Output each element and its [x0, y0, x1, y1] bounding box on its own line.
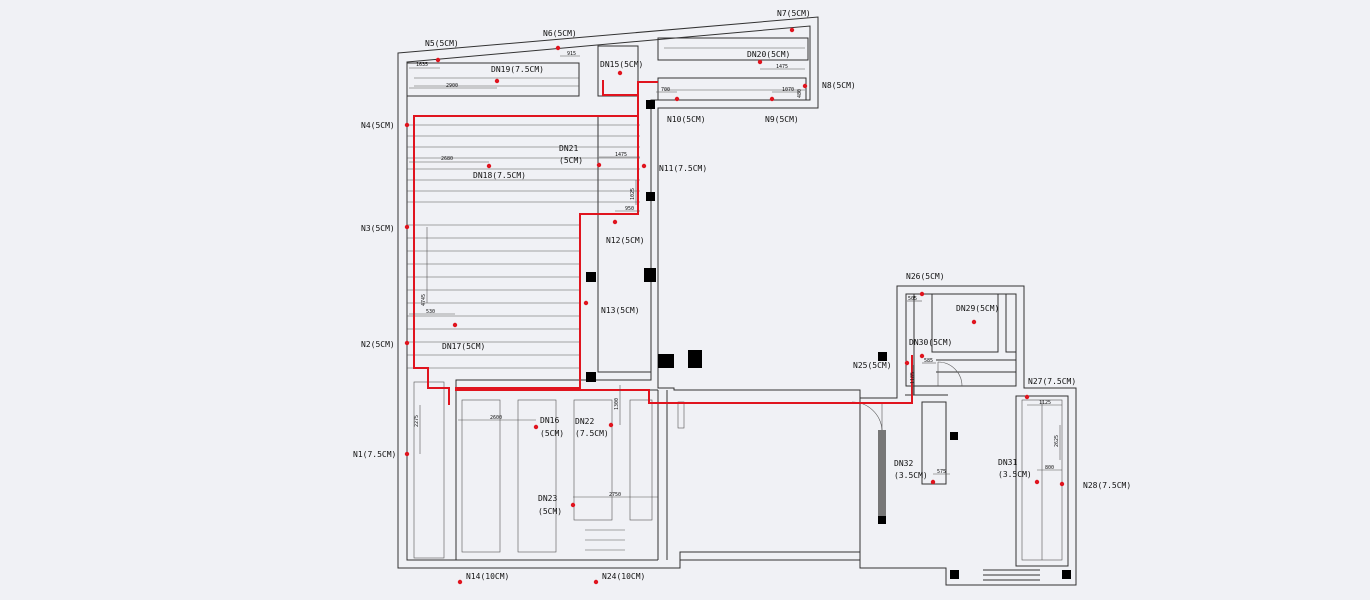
dim-1475-mid: 1475: [615, 152, 627, 158]
heating-loops: [407, 47, 1063, 561]
dim-575: 575: [937, 469, 946, 475]
walls: [397, 16, 1077, 586]
dim-915: 915: [567, 51, 576, 57]
label-DN32-size: (3.5CM): [894, 471, 928, 480]
hatched-wall: [878, 430, 886, 516]
dim-2680: 2680: [441, 156, 453, 162]
dim-2275: 2275: [414, 415, 420, 427]
label-N26: N26(5CM): [906, 272, 945, 281]
label-N1: N1(7.5CM): [353, 450, 396, 459]
left-pipe: [413, 115, 638, 405]
label-DN21: DN21: [559, 144, 578, 153]
label-DN31: DN31: [998, 458, 1017, 467]
doors: [677, 361, 963, 431]
dim-1125: 1125: [1039, 400, 1051, 406]
label-N5: N5(5CM): [425, 39, 459, 48]
label-DN18: DN18(7.5CM): [473, 171, 526, 180]
label-DN21-size: (5CM): [559, 156, 583, 165]
label-DN23: DN23: [538, 494, 557, 503]
dim-2600: 2600: [490, 415, 502, 421]
label-DN29: DN29(5CM): [956, 304, 999, 313]
dim-1475-top: 1475: [776, 64, 788, 70]
dim-800: 800: [1045, 465, 1054, 471]
label-DN19: DN19(7.5CM): [491, 65, 544, 74]
dim-950: 950: [625, 206, 634, 212]
label-N14: N14(10CM): [466, 572, 509, 581]
columns: [586, 100, 1071, 579]
label-DN20: DN20(5CM): [747, 50, 790, 59]
label-N24: N24(10CM): [602, 572, 645, 581]
dim-1300: 1300: [614, 398, 620, 410]
label-DN17: DN17(5CM): [442, 342, 485, 351]
dim-505: 505: [908, 296, 917, 302]
label-N10: N10(5CM): [667, 115, 706, 124]
label-DN15: DN15(5CM): [600, 60, 643, 69]
dim-700: 700: [661, 87, 670, 93]
label-DN22-size: (7.5CM): [575, 429, 609, 438]
dimension-labels: 1635 915 2900 1475 700 1070 480 2680 147…: [414, 51, 1060, 498]
dim-2750: 2750: [609, 492, 621, 498]
label-DN16-size: (5CM): [540, 429, 564, 438]
points: [404, 27, 1065, 585]
dim-4745: 4745: [421, 294, 427, 306]
label-N25: N25(5CM): [853, 361, 892, 370]
dim-2900: 2900: [446, 83, 458, 89]
dimension-lines: [409, 55, 1062, 498]
label-N7: N7(5CM): [777, 9, 811, 18]
dim-1070: 1070: [782, 87, 794, 93]
label-N28: N28(7.5CM): [1083, 481, 1131, 490]
label-N12: N12(5CM): [606, 236, 645, 245]
dim-1185: 1185: [910, 372, 916, 384]
label-DN30: DN30(5CM): [909, 338, 952, 347]
label-DN16: DN16: [540, 416, 559, 425]
label-N27: N27(7.5CM): [1028, 377, 1076, 386]
point-labels: N1(7.5CM) N2(5CM) N3(5CM) N4(5CM) N5(5CM…: [353, 9, 1131, 581]
label-N11: N11(7.5CM): [659, 164, 707, 173]
label-DN22: DN22: [575, 417, 594, 426]
label-N9: N9(5CM): [765, 115, 799, 124]
dim-480: 480: [797, 89, 803, 98]
label-DN32: DN32: [894, 459, 913, 468]
label-N4: N4(5CM): [361, 121, 395, 130]
label-N3: N3(5CM): [361, 224, 395, 233]
dim-585: 585: [924, 358, 933, 364]
label-N6: N6(5CM): [543, 29, 577, 38]
label-DN23-size: (5CM): [538, 507, 562, 516]
label-DN31-size: (3.5CM): [998, 470, 1032, 479]
dim-2625: 2625: [1054, 435, 1060, 447]
dim-530: 530: [426, 309, 435, 315]
label-N2: N2(5CM): [361, 340, 395, 349]
label-N8: N8(5CM): [822, 81, 856, 90]
dim-1025: 1025: [630, 188, 636, 200]
label-N13: N13(5CM): [601, 306, 640, 315]
main-pipe: [455, 95, 913, 404]
supply-pipe: [602, 80, 658, 96]
dim-1635: 1635: [416, 62, 428, 68]
